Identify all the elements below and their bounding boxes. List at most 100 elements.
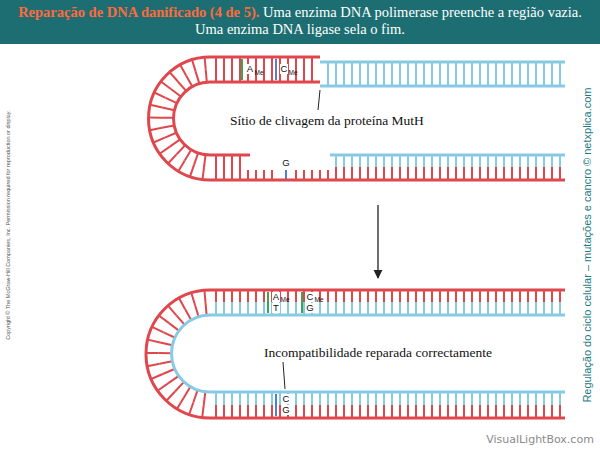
rung (519, 392, 521, 405)
rung (223, 69, 225, 82)
rung (231, 290, 233, 302)
rung (271, 57, 273, 69)
rung (447, 155, 449, 167)
rung (351, 392, 353, 405)
rung (239, 302, 241, 315)
rung (359, 302, 361, 315)
rung (215, 167, 217, 180)
rung (239, 57, 241, 69)
rung (255, 290, 257, 302)
rung (471, 392, 473, 405)
rung (223, 302, 225, 315)
rung (255, 302, 257, 315)
methyl-mark: Me (314, 296, 323, 303)
rung (247, 302, 249, 315)
rung (146, 352, 159, 354)
rung (407, 302, 409, 315)
rung (335, 302, 337, 315)
rung (327, 392, 329, 405)
rung (495, 405, 497, 418)
rung (375, 167, 377, 180)
rung (415, 405, 417, 418)
rung (311, 57, 313, 69)
rung (162, 125, 174, 127)
rung (423, 290, 425, 302)
rung (223, 392, 225, 405)
rung (463, 167, 465, 180)
rung (431, 74, 433, 86)
rung (559, 167, 561, 180)
rung (439, 405, 441, 418)
rung (439, 290, 441, 302)
rung (487, 392, 489, 405)
rung (204, 290, 205, 303)
rung (503, 392, 505, 405)
rung (223, 155, 225, 167)
rung (423, 62, 425, 74)
rung (204, 392, 206, 405)
rung (463, 405, 465, 418)
rung (463, 290, 465, 302)
rung (215, 69, 217, 82)
rung (303, 405, 305, 418)
rung (164, 332, 176, 337)
rung (343, 302, 345, 315)
rung (239, 290, 241, 302)
rung (185, 150, 191, 161)
rung (543, 302, 545, 315)
dna-strands (146, 57, 565, 418)
rung (487, 74, 489, 86)
rung (335, 290, 337, 302)
rung (186, 76, 192, 87)
rung (511, 405, 513, 418)
rung (527, 62, 529, 74)
rung (415, 392, 417, 405)
rung (447, 405, 449, 418)
rung (327, 405, 329, 418)
rung (455, 290, 457, 302)
rung (247, 392, 249, 405)
rung (439, 62, 441, 74)
rung (527, 302, 529, 315)
rung (196, 72, 200, 84)
rung (551, 155, 553, 167)
rung (407, 74, 409, 86)
rung (215, 290, 217, 302)
rung (463, 392, 465, 405)
rung (511, 62, 513, 74)
rung (463, 74, 465, 86)
rung (263, 392, 265, 405)
base-letter: G (281, 158, 290, 168)
dna-strand (172, 315, 566, 392)
spacer (259, 4, 263, 20)
rung (327, 290, 329, 302)
rung (163, 369, 175, 374)
rung (171, 89, 181, 97)
rung (479, 167, 481, 180)
rung (359, 392, 361, 405)
rung (407, 155, 409, 167)
methyl-mark: Me (288, 69, 297, 76)
rung (351, 74, 353, 86)
rung (255, 392, 257, 405)
rung (287, 302, 289, 315)
rung (150, 105, 162, 108)
rung (527, 155, 529, 167)
rung (177, 398, 184, 409)
rung (391, 74, 393, 86)
rung (367, 302, 369, 315)
rung (375, 405, 377, 418)
rung (399, 62, 401, 74)
leader-line (318, 90, 320, 110)
base-letter: G (305, 303, 314, 313)
rung (267, 292, 269, 313)
rung (160, 147, 170, 154)
rung (391, 167, 393, 180)
rung (178, 82, 186, 91)
callout-text: Incompatibilidade reparada correctamente (262, 346, 494, 361)
rung (559, 302, 561, 315)
rung (463, 155, 465, 167)
rung (399, 405, 401, 418)
rung (295, 302, 297, 315)
rung (431, 392, 433, 405)
